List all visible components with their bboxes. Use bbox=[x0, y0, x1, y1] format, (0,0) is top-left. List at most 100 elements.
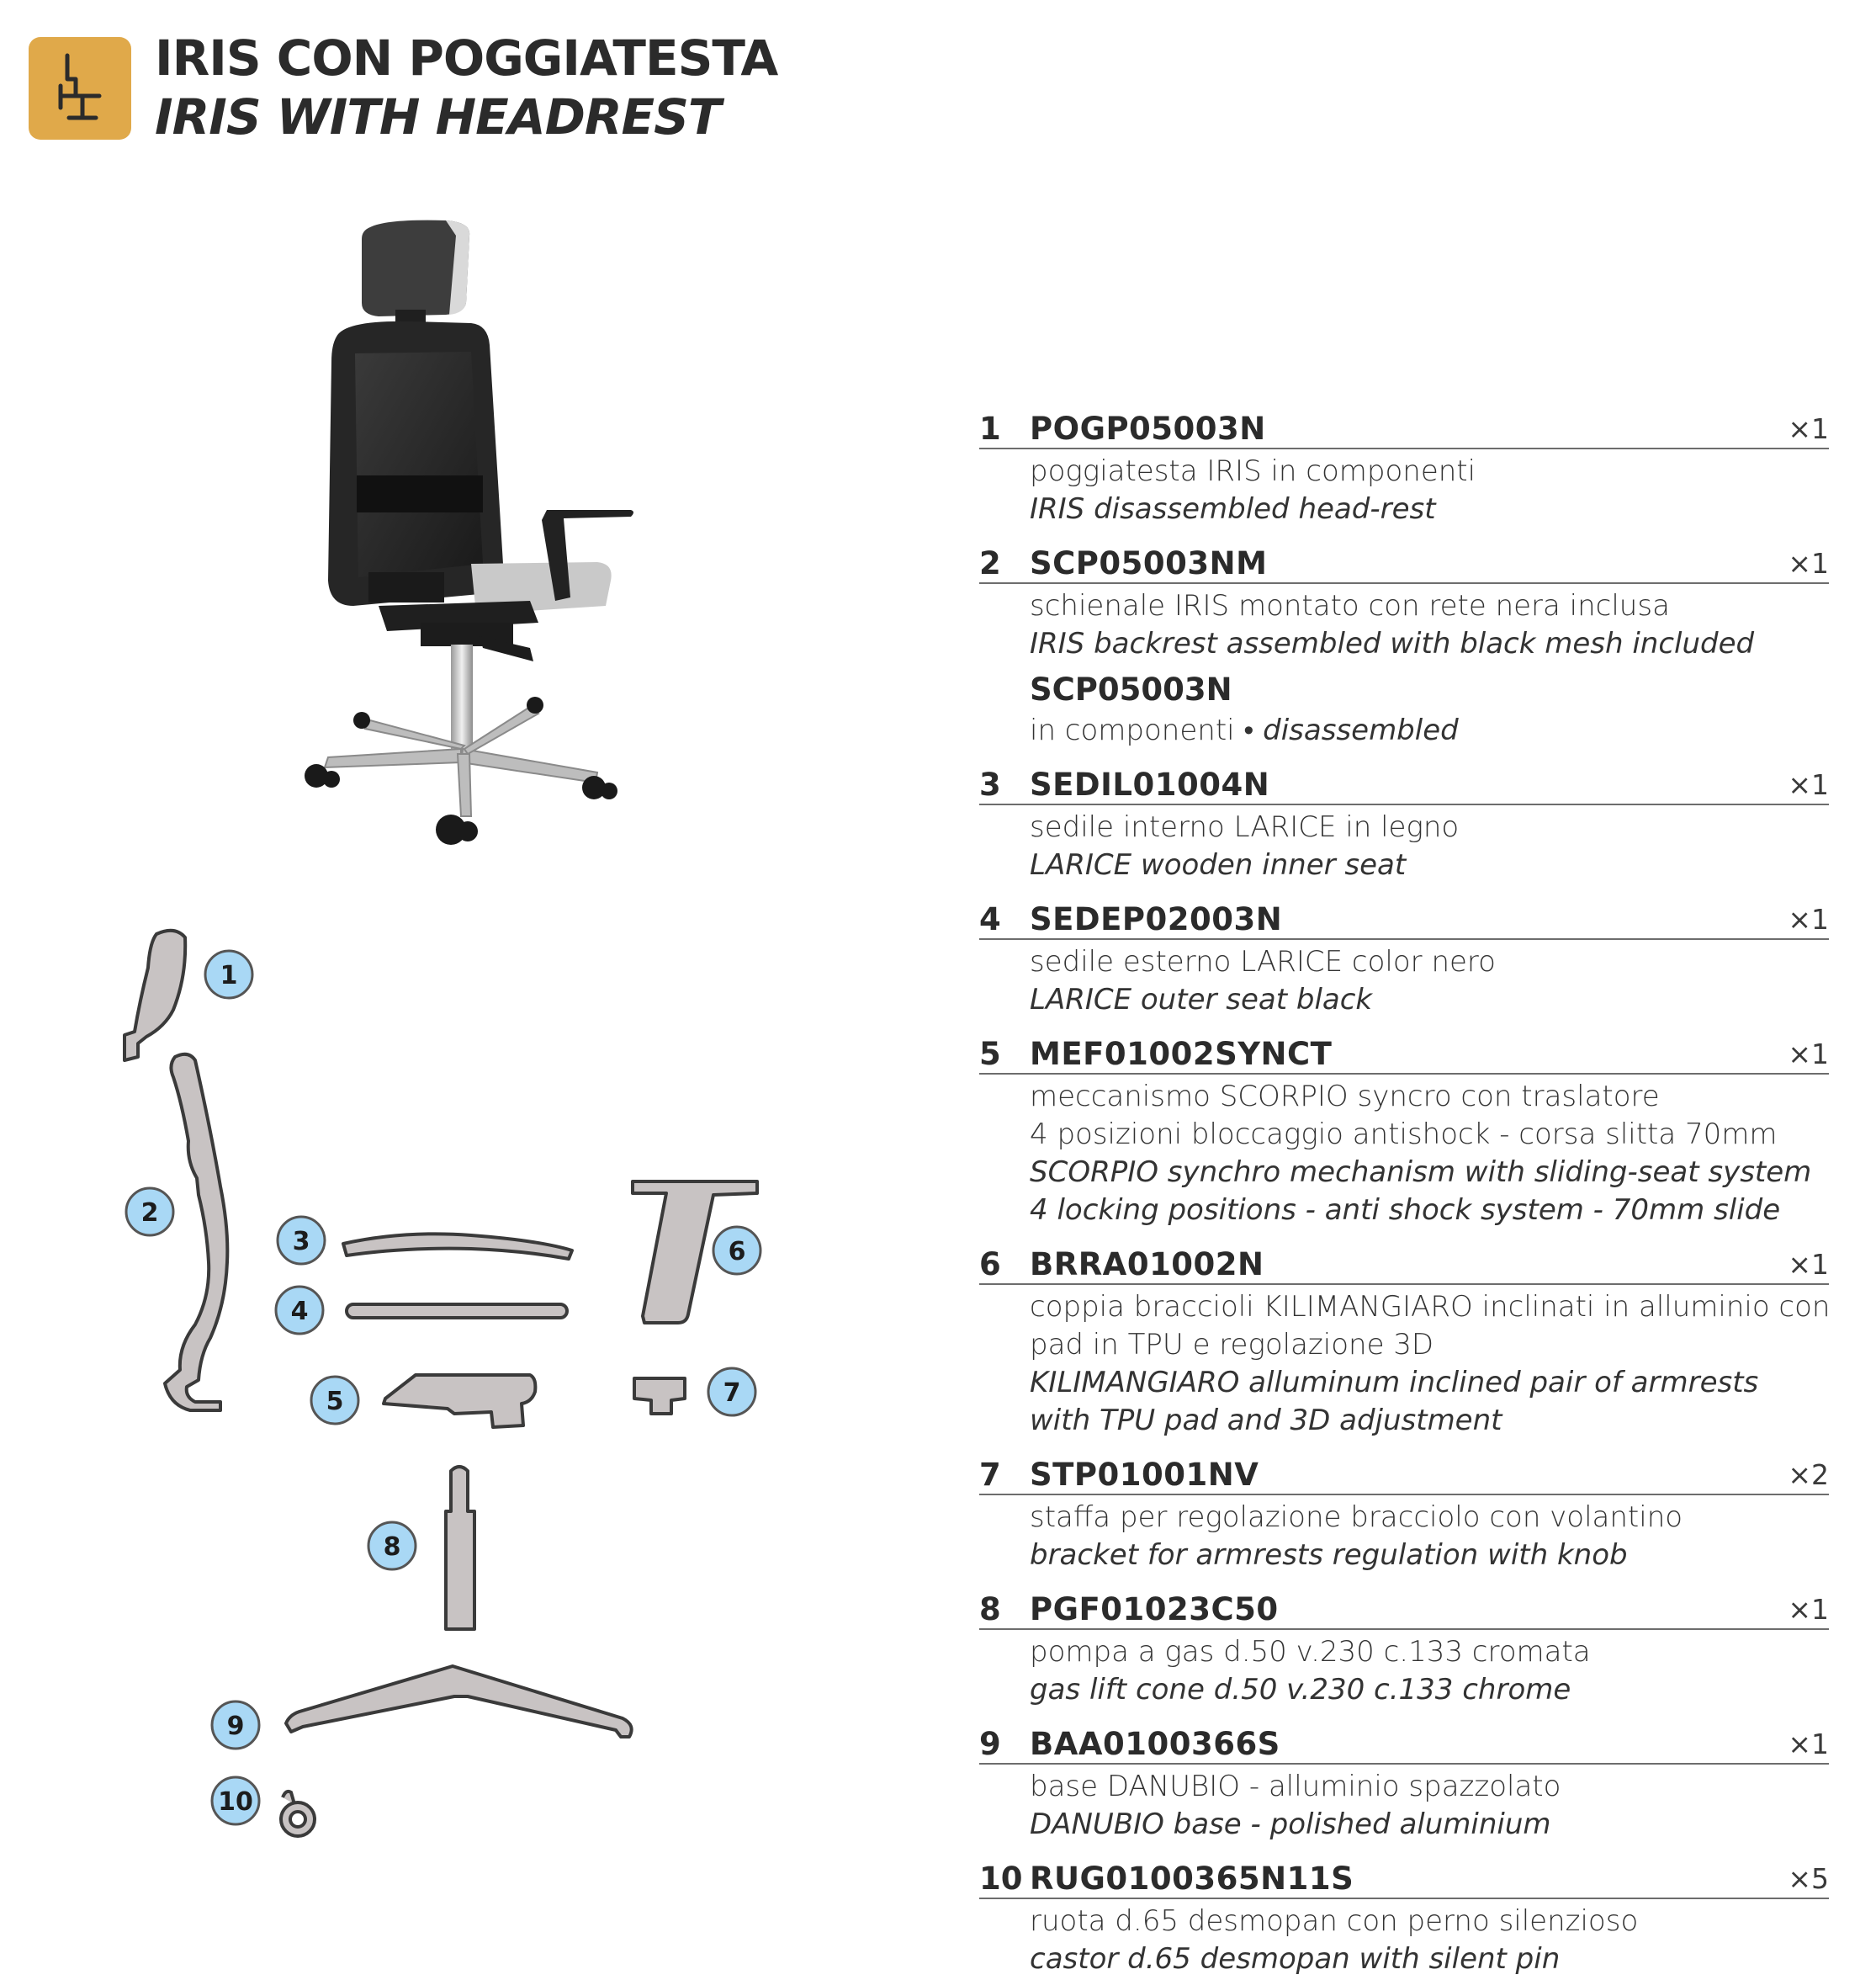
svg-text:8: 8 bbox=[384, 1532, 401, 1562]
part-description-it: staffa per regolazione bracciolo con vol… bbox=[1030, 1500, 1683, 1534]
part-description-it-2: pad in TPU e regolazione 3D bbox=[1030, 1328, 1434, 1362]
part-number: 3 bbox=[979, 767, 1001, 803]
part-item-1: 1 POGP05003N ×1 poggiatesta IRIS in comp… bbox=[979, 395, 1829, 530]
svg-text:6: 6 bbox=[729, 1237, 746, 1266]
part-description-it: ruota d.65 desmopan con perno silenzioso bbox=[1030, 1904, 1639, 1938]
badge-7: 7 bbox=[707, 1367, 757, 1417]
part-number: 2 bbox=[979, 545, 1001, 581]
exploded-parts-diagram: 1 2 3 4 5 6 7 8 9 10 bbox=[123, 928, 762, 1838]
parts-list: 1 POGP05003N ×1 poggiatesta IRIS in comp… bbox=[979, 395, 1831, 1980]
svg-text:4: 4 bbox=[291, 1297, 309, 1326]
part-description-it: coppia braccioli KILIMANGIARO inclinati … bbox=[1030, 1290, 1831, 1324]
part-code: RUG0100365N11S bbox=[1030, 1861, 1354, 1897]
part-quantity: ×1 bbox=[1788, 1728, 1829, 1760]
part-code: BRRA01002N bbox=[1030, 1246, 1264, 1282]
part-number: 8 bbox=[979, 1591, 1001, 1627]
part-description-en: DANUBIO base - polished aluminium bbox=[1030, 1807, 1551, 1841]
part-description-it: sedile esterno LARICE color nero bbox=[1030, 945, 1496, 979]
part-description-en-2: with TPU pad and 3D adjustment bbox=[1030, 1404, 1502, 1437]
svg-text:5: 5 bbox=[326, 1387, 344, 1416]
part-code: MEF01002SYNCT bbox=[1030, 1036, 1333, 1072]
part-headrest bbox=[123, 928, 188, 1062]
part-description-en: KILIMANGIARO alluminum inclined pair of … bbox=[1030, 1366, 1759, 1399]
part-item-4: 4 SEDEP02003N ×1 sedile esterno LARICE c… bbox=[979, 886, 1829, 1021]
part-number: 4 bbox=[979, 901, 1001, 937]
svg-text:9: 9 bbox=[227, 1712, 245, 1741]
part-item-10: 10 RUG0100365N11S ×5 ruota d.65 desmopan… bbox=[979, 1845, 1829, 1980]
part-quantity: ×1 bbox=[1788, 412, 1829, 445]
badge-3: 3 bbox=[276, 1215, 326, 1266]
part-quantity: ×1 bbox=[1788, 768, 1829, 801]
part-alt-description: in componenti • disassembled bbox=[1030, 714, 1459, 747]
badge-10: 10 bbox=[210, 1776, 261, 1826]
part-number: 9 bbox=[979, 1726, 1001, 1762]
part-description-en: IRIS disassembled head-rest bbox=[1030, 492, 1436, 526]
part-outer-seat bbox=[345, 1303, 569, 1319]
part-description-en: LARICE outer seat black bbox=[1030, 983, 1373, 1017]
badge-2: 2 bbox=[125, 1186, 175, 1237]
part-description-en: IRIS backrest assembled with black mesh … bbox=[1030, 627, 1755, 661]
part-item-6: 6 BRRA01002N ×1 coppia braccioli KILIMAN… bbox=[979, 1231, 1831, 1441]
part-quantity: ×1 bbox=[1788, 1248, 1829, 1281]
part-castor bbox=[279, 1789, 316, 1838]
part-quantity: ×2 bbox=[1788, 1458, 1829, 1491]
part-description-en: SCORPIO synchro mechanism with sliding-s… bbox=[1030, 1155, 1812, 1189]
page-title: IRIS CON POGGIATESTA bbox=[155, 29, 778, 87]
part-description-it: sedile interno LARICE in legno bbox=[1030, 810, 1460, 844]
part-description-it-2: 4 posizioni bloccaggio antishock - corsa… bbox=[1030, 1117, 1778, 1151]
part-item-2: 2 SCP05003NM ×1 schienale IRIS montato c… bbox=[979, 530, 1829, 751]
part-description-it: base DANUBIO - alluminio spazzolato bbox=[1030, 1770, 1561, 1803]
part-quantity: ×5 bbox=[1788, 1862, 1829, 1895]
badge-5: 5 bbox=[310, 1375, 360, 1425]
part-description-en: bracket for armrests regulation with kno… bbox=[1030, 1538, 1628, 1572]
svg-text:7: 7 bbox=[723, 1378, 741, 1408]
svg-text:2: 2 bbox=[141, 1198, 159, 1228]
part-mechanism bbox=[382, 1373, 538, 1429]
svg-text:10: 10 bbox=[218, 1787, 253, 1817]
part-backrest bbox=[163, 1052, 230, 1412]
part-code: SEDEP02003N bbox=[1030, 901, 1283, 937]
svg-text:3: 3 bbox=[293, 1227, 310, 1256]
part-code: SEDIL01004N bbox=[1030, 767, 1270, 803]
part-gas-lift bbox=[444, 1465, 476, 1631]
part-quantity: ×1 bbox=[1788, 1038, 1829, 1070]
part-description-en: castor d.65 desmopan with silent pin bbox=[1030, 1942, 1561, 1976]
part-quantity: ×1 bbox=[1788, 903, 1829, 936]
badge-4: 4 bbox=[274, 1285, 325, 1335]
part-item-7: 7 STP01001NV ×2 staffa per regolazione b… bbox=[979, 1441, 1829, 1576]
part-quantity: ×1 bbox=[1788, 1593, 1829, 1626]
part-item-8: 8 PGF01023C50 ×1 pompa a gas d.50 v.230 … bbox=[979, 1576, 1829, 1711]
part-description-en-2: 4 locking positions - anti shock system … bbox=[1030, 1193, 1781, 1227]
part-description-it: poggiatesta IRIS in componenti bbox=[1030, 454, 1476, 488]
part-number: 10 bbox=[979, 1861, 1023, 1897]
badge-9: 9 bbox=[210, 1700, 261, 1750]
office-chair-photo bbox=[278, 210, 656, 853]
part-base bbox=[284, 1664, 633, 1738]
part-number: 7 bbox=[979, 1457, 1001, 1493]
part-quantity: ×1 bbox=[1788, 547, 1829, 580]
part-description-it: schienale IRIS montato con rete nera inc… bbox=[1030, 589, 1670, 623]
part-item-9: 9 BAA0100366S ×1 base DANUBIO - allumini… bbox=[979, 1711, 1829, 1845]
part-description-it: meccanismo SCORPIO syncro con traslatore bbox=[1030, 1080, 1660, 1113]
part-code: BAA0100366S bbox=[1030, 1726, 1280, 1762]
part-armrest bbox=[631, 1180, 759, 1324]
part-alt-code: SCP05003N bbox=[1030, 672, 1232, 708]
svg-text:1: 1 bbox=[220, 961, 238, 990]
part-description-en: LARICE wooden inner seat bbox=[1030, 848, 1407, 882]
part-code: POGP05003N bbox=[1030, 411, 1266, 447]
part-code: SCP05003NM bbox=[1030, 545, 1268, 581]
chair-logo-icon bbox=[29, 37, 131, 140]
part-code: PGF01023C50 bbox=[1030, 1591, 1279, 1627]
page-subtitle: IRIS WITH HEADREST bbox=[155, 88, 721, 146]
part-number: 5 bbox=[979, 1036, 1001, 1072]
part-bracket bbox=[633, 1377, 686, 1415]
part-description-en: gas lift cone d.50 v.230 c.133 chrome bbox=[1030, 1673, 1571, 1707]
part-number: 6 bbox=[979, 1246, 1001, 1282]
part-number: 1 bbox=[979, 411, 1001, 447]
part-inner-seat bbox=[342, 1232, 574, 1261]
part-item-5: 5 MEF01002SYNCT ×1 meccanismo SCORPIO sy… bbox=[979, 1021, 1829, 1231]
part-description-it: pompa a gas d.50 v.230 c.133 cromata bbox=[1030, 1635, 1591, 1669]
part-item-3: 3 SEDIL01004N ×1 sedile interno LARICE i… bbox=[979, 751, 1829, 886]
badge-1: 1 bbox=[204, 949, 254, 1000]
badge-8: 8 bbox=[367, 1521, 417, 1571]
